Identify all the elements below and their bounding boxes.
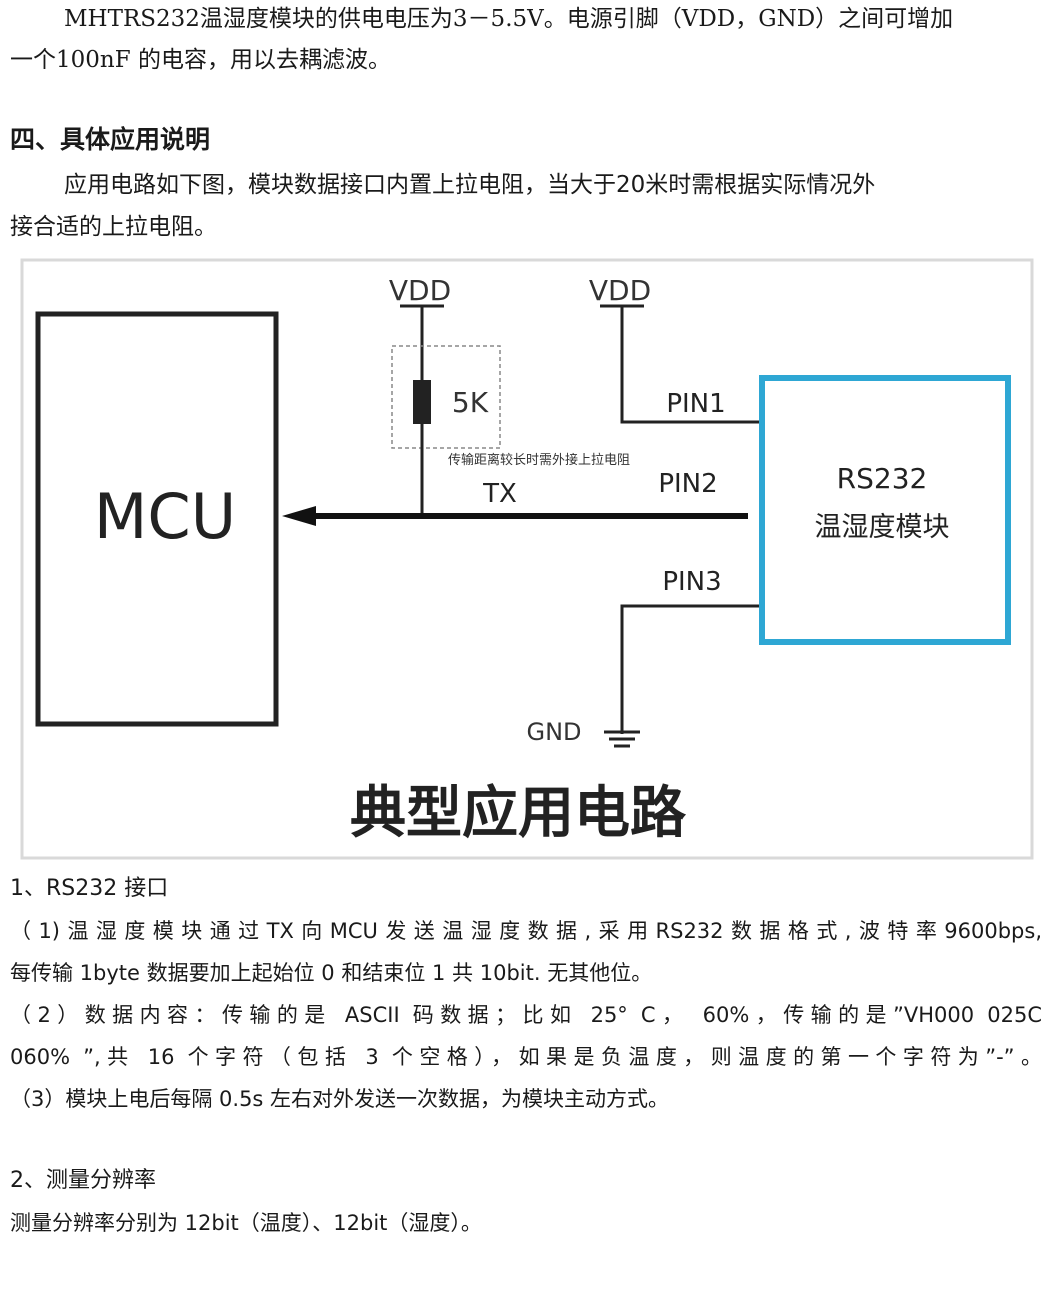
section-para-line-1: 应用电路如下图，模块数据接口内置上拉电阻，当大于20米时需根据实际情况外 <box>64 172 876 198</box>
section-heading: 四、具体应用说明 <box>10 125 211 154</box>
pin3-wire <box>620 604 762 734</box>
gnd-label: GND <box>526 718 581 746</box>
circuit-diagram: MCU VDD 5K 传输距离较长时需外接上拉电阻 TX VDD PIN1 PI… <box>20 258 1034 860</box>
mcu-box <box>35 311 279 727</box>
item1-heading: 1、RS232 接口 <box>10 876 169 901</box>
item2-heading: 2、测量分辨率 <box>10 1168 156 1193</box>
pin1-wire <box>620 306 762 424</box>
pin3-label: PIN3 <box>662 567 721 597</box>
item1-p2-line-1: （2）数据内容：传输的是 ASCII 码数据；比如 25° C， 60%，传输的… <box>10 1003 1042 1027</box>
item1-p3-line-1: （3）模块上电后每隔 0.5s 左右对外发送一次数据，为模块主动方式。 <box>10 1087 670 1111</box>
intro-line-2: 一个100nF 的电容，用以去耦滤波。 <box>10 47 391 73</box>
vdd-left-label: VDD <box>389 274 451 307</box>
tx-arrow-head <box>282 506 316 526</box>
item2-text: 测量分辨率分别为 12bit（温度）、12bit（湿度）。 <box>10 1211 482 1235</box>
vdd-right-label: VDD <box>589 274 651 307</box>
figure-frame <box>20 258 1034 860</box>
pin2-label: PIN2 <box>658 469 717 499</box>
application-circuit-figure: MCU VDD 5K 传输距离较长时需外接上拉电阻 TX VDD PIN1 PI… <box>20 258 1036 862</box>
section-para-line-2: 接合适的上拉电阻。 <box>10 214 217 240</box>
item1-p1-line-1: （1)温湿度模块通过TX向MCU发送温湿度数据,采用RS232数据格式,波特率9… <box>10 919 1042 943</box>
mcu-label: MCU <box>94 480 236 553</box>
rs232-module-box <box>759 375 1011 645</box>
pullup-note: 传输距离较长时需外接上拉电阻 <box>448 452 630 468</box>
resistor-label: 5K <box>452 386 489 419</box>
figure-caption: 典型应用电路 <box>350 781 687 846</box>
tx-label: TX <box>482 479 517 509</box>
module-label-line-2: 温湿度模块 <box>815 512 950 543</box>
module-label-line-1: RS232 <box>837 462 928 495</box>
pin1-label: PIN1 <box>666 389 725 419</box>
resistor-5k <box>413 380 431 424</box>
item1-p1-line-2: 每传输 1byte 数据要加上起始位 0 和结束位 1 共 10bit. 无其他… <box>10 961 653 985</box>
intro-line-1: MHTRS232温湿度模块的供电电压为3－5.5V。电源引脚（VDD，GND）之… <box>64 6 954 32</box>
item1-p2-line-2: 060% ”,共 16 个字符（包括 3 个空格），如果是负温度，则温度的第一个… <box>10 1045 1042 1069</box>
